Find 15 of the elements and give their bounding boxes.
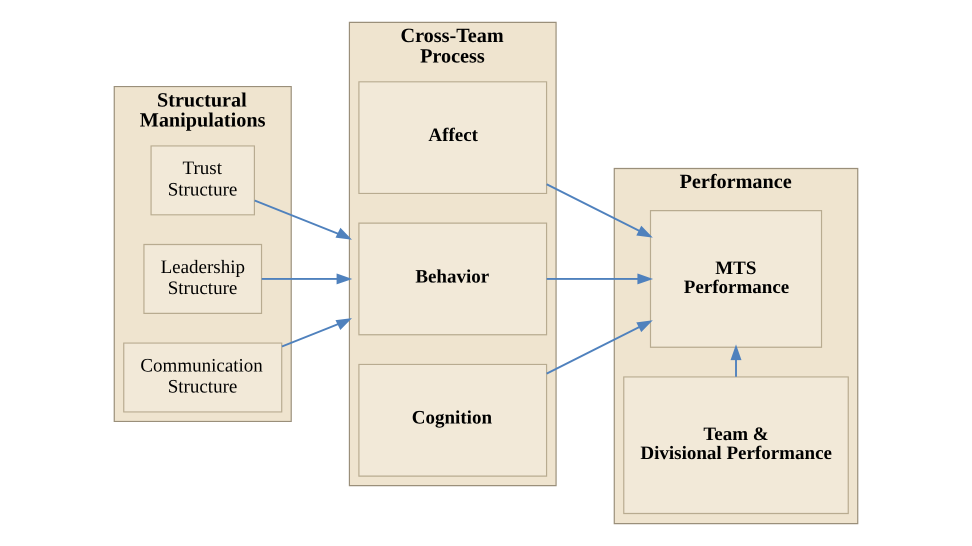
node-box: Communication Structure: [123, 342, 282, 413]
node-box: Cognition: [358, 364, 548, 477]
node-box: Leadership Structure: [143, 244, 262, 314]
node-box: Behavior: [358, 222, 548, 336]
arrow: [730, 344, 742, 377]
node-box: Affect: [358, 81, 548, 194]
arrow: [546, 273, 654, 284]
arrow: [262, 273, 352, 284]
arrow: [546, 320, 653, 374]
node-box: Trust Structure: [150, 145, 255, 216]
arrow: [282, 318, 352, 348]
node-box: MTS Performance: [650, 210, 822, 348]
node-box: Team & Divisional Performance: [623, 376, 849, 514]
arrow: [546, 183, 653, 238]
arrow: [254, 200, 352, 240]
